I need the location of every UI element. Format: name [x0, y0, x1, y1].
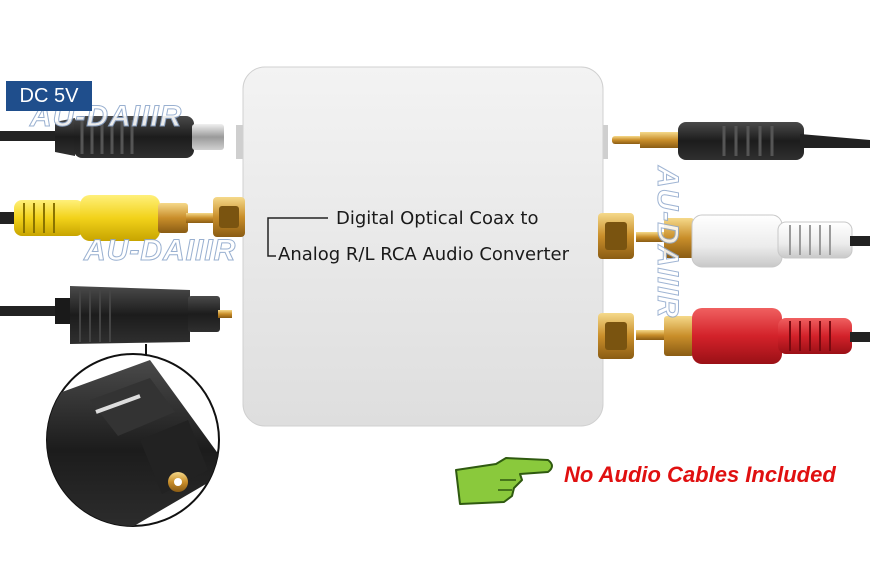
notice-text: No Audio Cables Included: [564, 462, 836, 487]
yellow-rca-plug: [0, 195, 216, 241]
device-label-line1: Digital Optical Coax to: [336, 208, 539, 229]
watermark-mid-left: AU-DAIIIR: [83, 234, 237, 268]
optical-toslink-plug: [0, 286, 232, 362]
red-rca-plug: [636, 308, 870, 364]
power-label: DC 5V: [6, 81, 92, 111]
aux-3-5mm-plug: [612, 122, 870, 160]
pointing-hand-icon: [455, 457, 553, 505]
white-rca-plug: [636, 214, 870, 268]
device-label-line2: Analog R/L RCA Audio Converter: [278, 244, 569, 265]
converter-box: [213, 66, 634, 427]
optical-tip-zoom: [46, 353, 220, 527]
dc-power-plug: [0, 116, 224, 158]
watermark-right-vertical: AU-DAIIIR: [651, 165, 685, 319]
